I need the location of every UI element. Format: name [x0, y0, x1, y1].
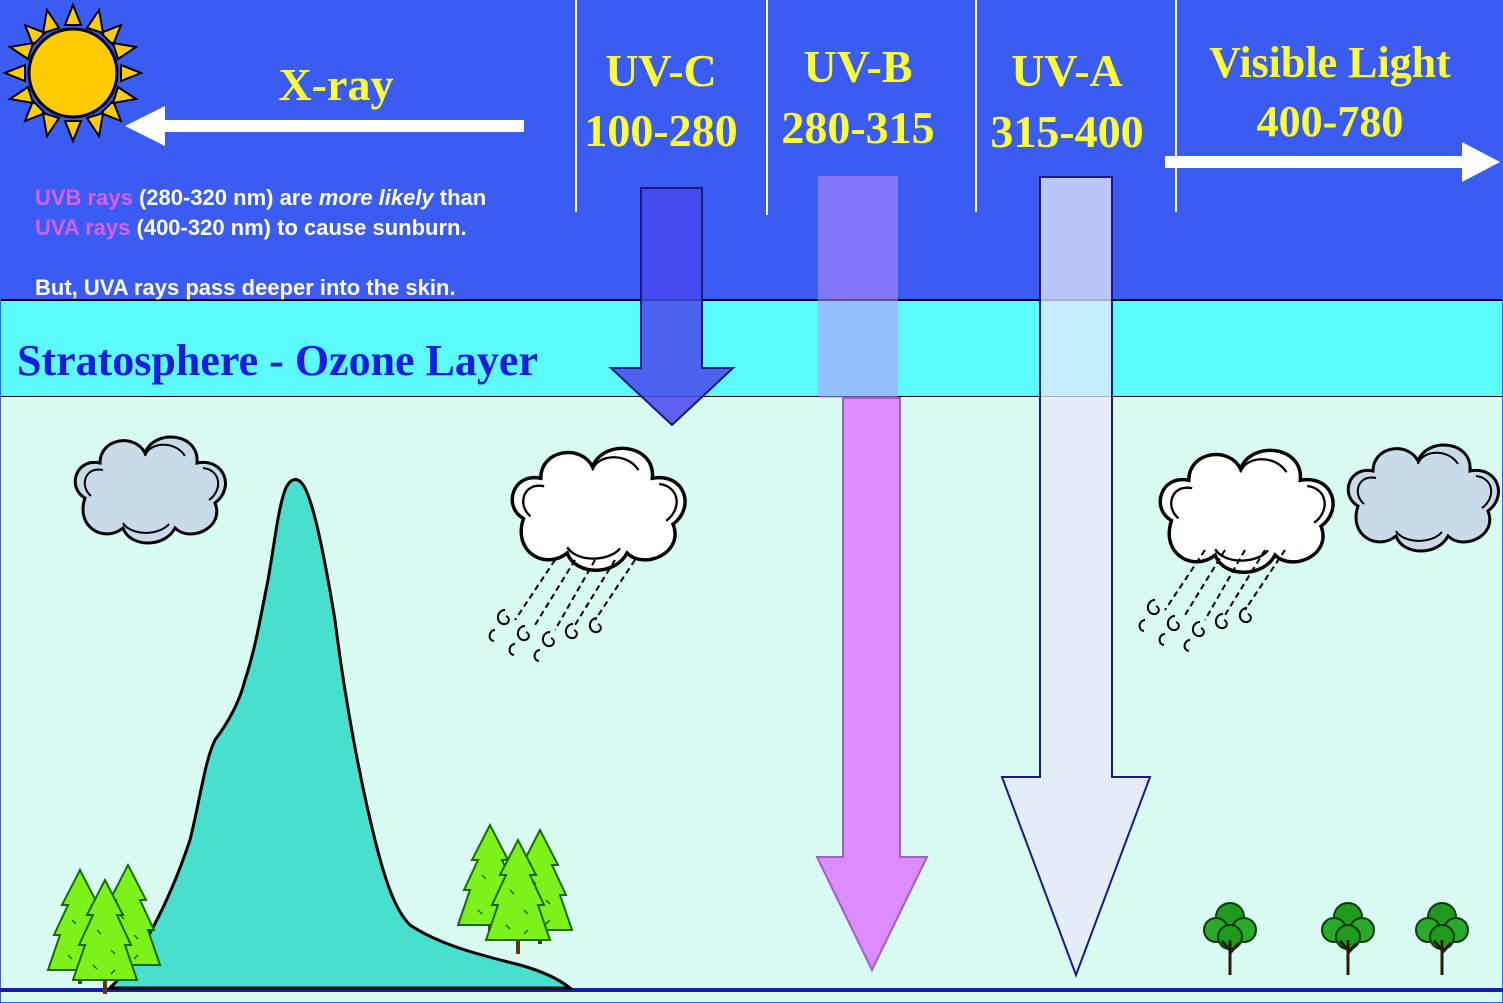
band-label-uvb: UV-B: [803, 41, 912, 92]
ozone-layer-band: [0, 299, 1503, 398]
uvb-term: UVB rays: [35, 185, 133, 210]
band-dividers: [575, 0, 1177, 215]
sun-icon: [2, 2, 144, 144]
sky-band: [0, 0, 1503, 300]
uvc-arrow: [608, 187, 736, 427]
band-range-visible: 400-780: [1257, 97, 1404, 146]
band-label-uvc: UV-C: [605, 45, 717, 96]
xray-arrow: [125, 106, 524, 146]
band-label-uva: UV-A: [1011, 45, 1123, 96]
ozone-layer-label: Stratosphere - Ozone Layer: [17, 336, 538, 385]
band-label-visible: Visible Light: [1209, 38, 1451, 87]
mountain-icon: [106, 478, 575, 990]
more-likely-emphasis: more likely: [319, 185, 436, 210]
uva-term: UVA rays: [35, 215, 130, 240]
visible-light-arrow: [1165, 142, 1500, 182]
band-label-xray: X-ray: [279, 59, 394, 110]
band-range-uvb: 280-315: [781, 102, 934, 153]
sunburn-note-line-1: UVB rays (280-320 nm) are more likely th…: [35, 185, 486, 210]
sunburn-note-line-2: UVA rays (400-320 nm) to cause sunburn.: [35, 215, 467, 240]
sunburn-note-line-3: But, UVA rays pass deeper into the skin.: [35, 275, 456, 300]
uva-arrow: [1000, 176, 1152, 978]
band-range-uvc: 100-280: [584, 105, 737, 156]
uvb-arrow: [815, 176, 929, 973]
band-range-uva: 315-400: [990, 106, 1143, 157]
